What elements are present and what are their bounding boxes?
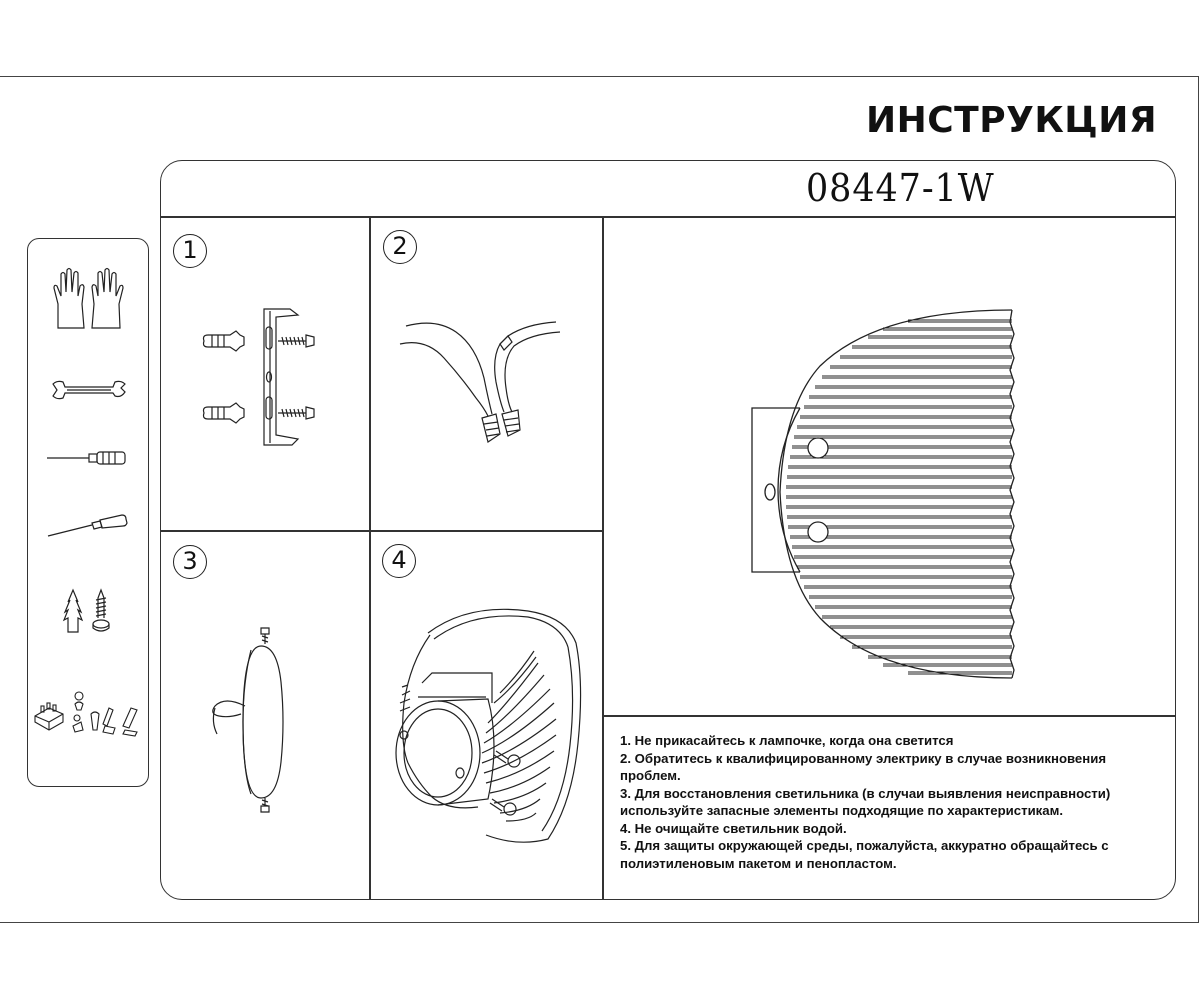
row-divider-left xyxy=(161,530,603,532)
instruction-panel xyxy=(160,160,1176,900)
gloves-icon xyxy=(53,267,124,329)
instruction-item: 1. Не прикасайтесь к лампочке, когда она… xyxy=(620,733,954,748)
connector-parts-icon xyxy=(34,691,138,737)
screwdriver-flat-icon xyxy=(47,451,126,465)
instruction-item: 5. Для защиты окружающей среды, пожалуйс… xyxy=(620,838,1109,871)
column-divider-1 xyxy=(369,217,371,899)
step-number-2: 2 xyxy=(383,230,417,264)
instruction-item: 2. Обратитесь к квалифицированному элект… xyxy=(620,750,1107,784)
instruction-item: 3. Для восстановления светильника (в слу… xyxy=(620,785,1111,819)
step-number-4: 4 xyxy=(382,544,416,578)
side-profile-illustration xyxy=(212,627,284,813)
header-divider xyxy=(161,216,1175,218)
page-frame xyxy=(0,76,1199,923)
assembly-illustration xyxy=(395,608,582,843)
wrench-icon xyxy=(52,380,126,400)
column-divider-2 xyxy=(602,217,604,899)
front-view-illustration xyxy=(751,309,1015,679)
safety-instructions: 1. Не прикасайтесь к лампочке, когда она… xyxy=(620,732,1140,872)
wiring-illustration xyxy=(399,321,561,443)
document-title: ИНСТРУКЦИЯ xyxy=(866,100,1158,141)
mounting-bracket-illustration xyxy=(202,308,315,446)
model-number: 08447-1W xyxy=(806,166,995,210)
instruction-item: 4. Не очищайте светильник водой. xyxy=(620,820,847,836)
screwdriver-phillips-icon xyxy=(47,514,128,537)
tools-panel xyxy=(27,238,149,787)
anchor-screw-icon xyxy=(62,588,110,633)
step-number-3: 3 xyxy=(173,545,207,579)
step-number-1: 1 xyxy=(173,234,207,268)
row-divider-right xyxy=(603,715,1175,717)
